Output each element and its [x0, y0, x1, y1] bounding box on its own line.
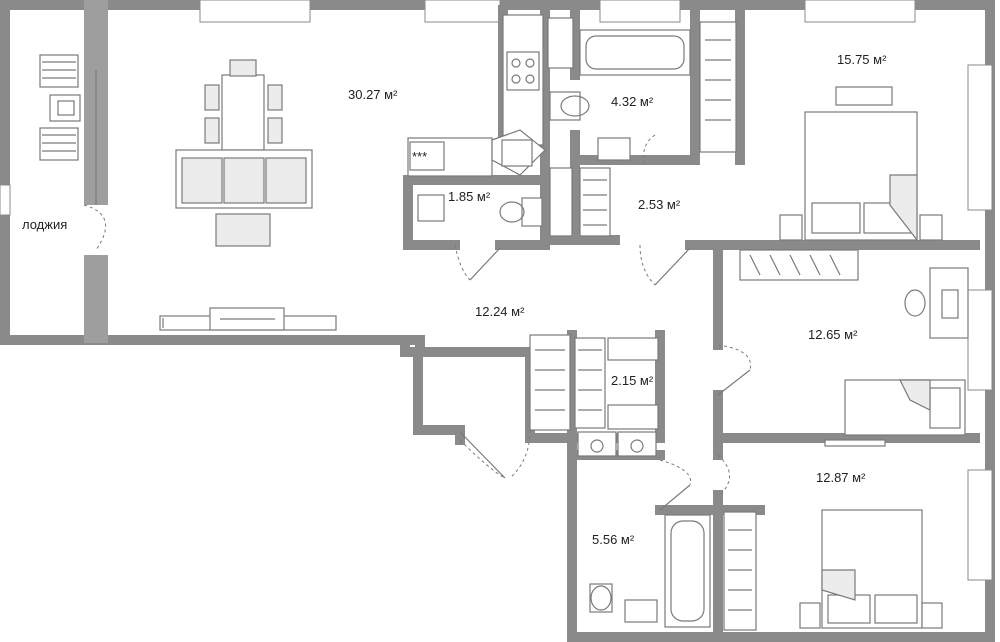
bathroom-2 [577, 431, 711, 628]
closet-1 [549, 167, 691, 286]
hallway [459, 249, 859, 479]
loggia-furniture [39, 54, 106, 251]
room-labels: лоджия 30.27 м² 4.32 м² 1.85 м² 2.53 м² … [22, 52, 887, 547]
room-label-bath1: 4.32 м² [611, 94, 654, 109]
kitchen: *** [407, 14, 546, 177]
bedroom-1 [779, 86, 943, 242]
room-label-bedroom2: 12.65 м² [808, 327, 858, 342]
room-label-hall: 12.24 м² [475, 304, 525, 319]
room-label-loggia: лоджия [22, 217, 67, 232]
bedroom-3 [717, 439, 943, 631]
room-label-bedroom1: 15.75 м² [837, 52, 887, 67]
living-furniture [159, 59, 337, 331]
room-label-closet1: 2.53 м² [638, 197, 681, 212]
closet-2 [574, 337, 659, 430]
room-label-living: 30.27 м² [348, 87, 398, 102]
stove-label: *** [412, 149, 427, 164]
bathroom-1 [547, 17, 737, 166]
room-label-wc: 1.85 м² [448, 189, 491, 204]
room-label-bath2: 5.56 м² [592, 532, 635, 547]
bedroom-2 [717, 267, 969, 436]
room-label-closet2: 2.15 м² [611, 373, 654, 388]
room-label-bedroom3: 12.87 м² [816, 470, 866, 485]
wc [417, 194, 543, 281]
windows [0, 0, 993, 581]
